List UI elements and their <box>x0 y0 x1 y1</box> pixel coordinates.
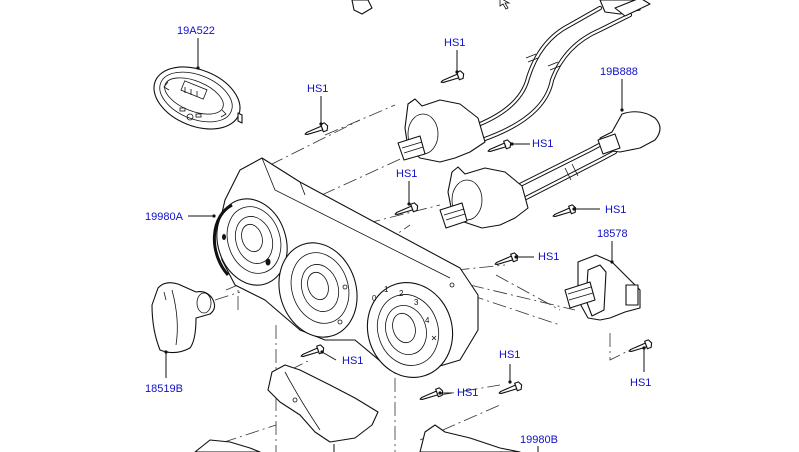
label-hs1[interactable]: HS1 <box>444 37 466 49</box>
part-19980b-lower[interactable] <box>194 364 521 452</box>
screw-icon <box>394 202 419 215</box>
label-19980a[interactable]: 19980A <box>145 211 183 223</box>
screw-icon <box>440 70 465 83</box>
part-actuator-lower[interactable] <box>439 139 618 229</box>
part-19980a-housing[interactable]: 0 1 2 3 4 <box>206 157 479 389</box>
mouse-cursor-icon <box>499 0 511 10</box>
dial-mark-1: 1 <box>384 285 389 294</box>
screw-icon <box>487 139 512 152</box>
screw-icon <box>498 381 523 394</box>
label-hs1[interactable]: HS1 <box>532 138 554 150</box>
screw-icon <box>419 387 444 400</box>
label-hs1[interactable]: HS1 <box>538 251 560 263</box>
screw-icon <box>304 122 329 135</box>
part-actuator-upper[interactable] <box>397 0 651 163</box>
fan-icon <box>431 335 437 341</box>
screw-icon <box>552 204 577 217</box>
label-hs1[interactable]: HS1 <box>396 168 418 180</box>
label-18519b[interactable]: 18519B <box>145 383 183 395</box>
label-18578[interactable]: 18578 <box>597 228 628 240</box>
part-19b888-sensor[interactable] <box>597 111 661 155</box>
dial-mark-0: 0 <box>372 294 377 303</box>
label-hs1[interactable]: HS1 <box>630 377 652 389</box>
dial-mark-3: 3 <box>414 298 419 307</box>
screw-icon <box>494 252 519 265</box>
label-19b888[interactable]: 19B888 <box>600 66 638 78</box>
label-hs1[interactable]: HS1 <box>499 349 521 361</box>
part-18519b-knob[interactable] <box>151 282 216 354</box>
label-hs1[interactable]: HS1 <box>342 355 364 367</box>
label-19a522[interactable]: 19A522 <box>177 25 215 37</box>
label-hs1[interactable]: HS1 <box>307 83 329 95</box>
part-18578-blower-switch[interactable] <box>564 254 641 321</box>
label-hs1[interactable]: HS1 <box>605 204 627 216</box>
dial-mark-4: 4 <box>425 316 430 325</box>
part-fragment-top <box>351 0 373 15</box>
dial-mark-2: 2 <box>399 289 404 298</box>
part-19a522-display[interactable] <box>145 55 249 141</box>
screw-icon <box>628 339 653 352</box>
label-hs1[interactable]: HS1 <box>457 387 479 399</box>
label-19980b[interactable]: 19980B <box>520 434 558 446</box>
leader-lines <box>164 38 646 452</box>
